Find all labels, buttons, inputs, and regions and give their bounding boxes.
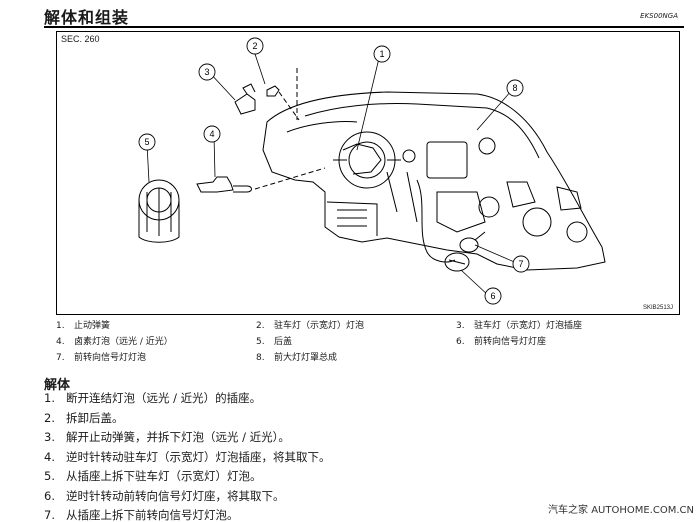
step-text: 拆卸后盖。: [66, 410, 124, 425]
document-code: EKS00NGA: [640, 12, 678, 20]
step-number: 1.: [44, 391, 55, 405]
section-label: SEC. 260: [61, 34, 100, 44]
legend-item: 6. 前转向信号灯灯座: [456, 334, 546, 347]
legend-number: 1.: [56, 321, 65, 331]
turn-signal-wire: [416, 179, 456, 263]
legend-label: 驻车灯（示宽灯）灯泡: [274, 321, 365, 331]
halogen-bulb: [196, 176, 234, 193]
legend-number: 3.: [456, 321, 465, 331]
legend-item: 1. 止动弹簧: [56, 318, 110, 331]
callout-4-label: 4: [209, 129, 214, 139]
legend-number: 7.: [56, 353, 65, 363]
legend-number: 5.: [256, 337, 265, 347]
legend-number: 4.: [56, 337, 65, 347]
callout-6: [484, 287, 502, 305]
step-text: 逆时针转动驻车灯（示宽灯）灯泡插座，将其取下。: [66, 449, 331, 464]
callout-3: [198, 63, 216, 81]
parking-bulb: [266, 85, 280, 97]
callout-4: [203, 125, 221, 143]
step-item: 6. 逆时针转动前转向信号灯灯座，将其取下。: [44, 487, 331, 507]
legend-label: 后盖: [274, 337, 293, 347]
legend-label: 止动弹簧: [74, 321, 111, 331]
step-number: 4.: [44, 449, 55, 464]
headlamp-housing: [262, 91, 606, 271]
legend-item: 4. 卤素灯泡（远光 / 近光）: [56, 334, 173, 347]
step-text: 逆时针转动前转向信号灯灯座，将其取下。: [66, 488, 285, 503]
step-item: 2. 拆卸后盖。: [44, 409, 331, 429]
section-heading: 解体: [44, 378, 71, 393]
step-number: 7.: [44, 508, 55, 522]
step-text: 解开止动弹簧，并拆下灯泡（远光 / 近光）。: [66, 430, 290, 444]
callout-8: [506, 79, 524, 97]
legend-number: 2.: [256, 321, 265, 331]
callout-8-label: 8: [512, 83, 517, 93]
callout-1: [373, 45, 391, 63]
legend-number: 8.: [256, 353, 265, 363]
step-item: 5. 从插座上拆下驻车灯（示宽灯）灯泡。: [44, 467, 331, 487]
step-number: 6.: [44, 488, 55, 503]
step-text: 从插座上拆下前转向信号灯灯泡。: [66, 508, 239, 522]
legend-item: 8. 前大灯灯罩总成: [256, 350, 337, 363]
callout-6-label: 6: [490, 291, 495, 301]
step-text: 断开连结灯泡（远光 / 近光）的插座。: [66, 391, 262, 405]
headlamp-drawing: 1 2 3 4 5 6 7 8: [138, 37, 606, 305]
retaining-spring: [342, 143, 382, 175]
callout-3-label: 3: [204, 67, 209, 77]
legend-item: 5. 后盖: [256, 334, 292, 347]
step-item: 4. 逆时针转动驻车灯（示宽灯）灯泡插座，将其取下。: [44, 448, 331, 468]
site-watermark: 汽车之家 AUTOHOME.COM.CN: [548, 505, 694, 516]
page-title: 解体和组装: [44, 8, 130, 27]
step-item: 3. 解开止动弹簧，并拆下灯泡（远光 / 近光）。: [44, 428, 331, 448]
callout-2-label: 2: [252, 41, 257, 51]
turn-signal-socket: [444, 252, 470, 272]
step-item: 1. 断开连结灯泡（远光 / 近光）的插座。: [44, 389, 331, 409]
legend-label: 前转向信号灯灯泡: [74, 353, 147, 363]
parking-bulb-socket: [234, 93, 256, 115]
legend-number: 6.: [456, 337, 465, 347]
figure-code: SKIB2513J: [642, 305, 673, 311]
legend-item: 3. 驻车灯（示宽灯）灯泡插座: [456, 318, 582, 331]
step-text: 从插座上拆下驻车灯（示宽灯）灯泡。: [66, 469, 262, 483]
bulb-socket-main: [338, 131, 396, 189]
step-number: 3.: [44, 430, 55, 444]
legend-item: 2. 驻车灯（示宽灯）灯泡: [256, 318, 364, 331]
legend-label: 驻车灯（示宽灯）灯泡插座: [474, 321, 583, 331]
turn-signal-bulb: [459, 237, 479, 253]
callout-7: [512, 255, 530, 273]
step-number: 2.: [44, 410, 55, 425]
legend-item: 7. 前转向信号灯灯泡: [56, 350, 146, 363]
procedure-steps: 1. 断开连结灯泡（远光 / 近光）的插座。 2. 拆卸后盖。 3. 解开止动弹簧，并…: [44, 389, 331, 522]
callout-2: [246, 37, 264, 55]
callout-7-label: 7: [518, 259, 523, 269]
exploded-diagram: SEC. 260: [56, 31, 680, 315]
step-number: 5.: [44, 469, 55, 483]
legend-label: 卤素灯泡（远光 / 近光）: [74, 337, 173, 347]
callout-1-label: 1: [379, 49, 384, 59]
callout-5: [138, 133, 156, 151]
step-item: 7. 从插座上拆下前转向信号灯灯泡。: [44, 506, 331, 522]
legend-label: 前转向信号灯灯座: [474, 337, 547, 347]
callout-5-label: 5: [144, 137, 149, 147]
header-divider: [44, 26, 684, 28]
legend-label: 前大灯灯罩总成: [274, 353, 338, 363]
